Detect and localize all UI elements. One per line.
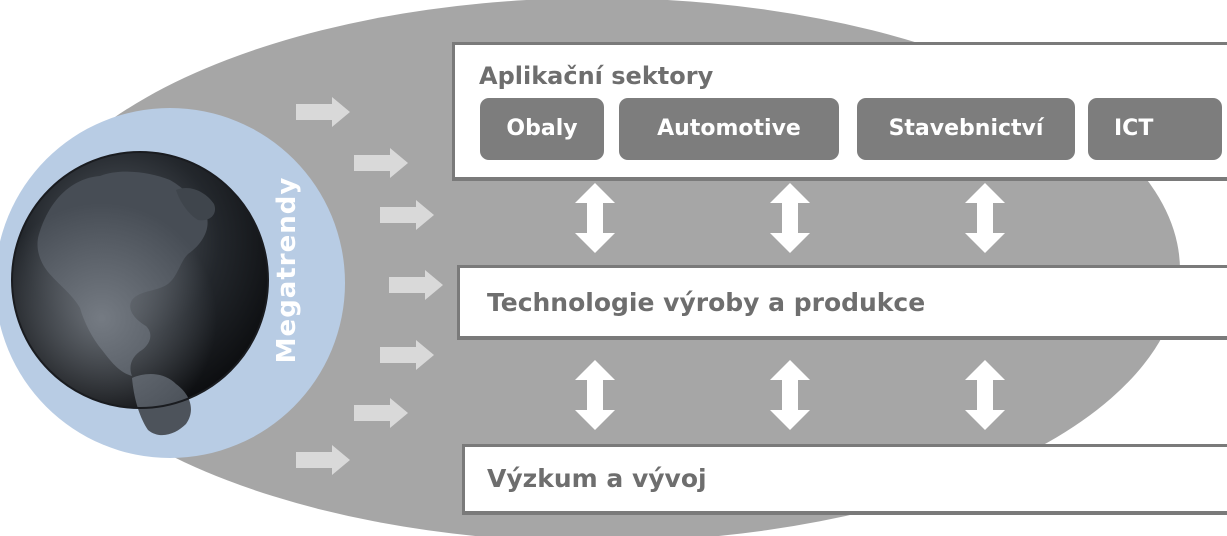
- globe-icon: [11, 151, 269, 436]
- link-arrows: [575, 183, 1005, 430]
- megatrend-label: Megatrendy: [272, 176, 302, 364]
- right-arrow-icon: [380, 200, 434, 230]
- double-vertical-arrow-icon: [770, 360, 810, 430]
- right-arrow-icon: [380, 340, 434, 370]
- right-arrow-icon: [296, 97, 350, 127]
- double-vertical-arrow-icon: [575, 183, 615, 253]
- sector-chip-obaly: Obaly: [480, 98, 604, 160]
- research-panel: Výzkum a vývoj: [462, 444, 1227, 515]
- research-title: Výzkum a vývoj: [487, 464, 707, 493]
- application-sectors-panel: Aplikační sektory Obaly Automotive Stave…: [452, 42, 1227, 181]
- right-arrow-icon: [296, 445, 350, 475]
- right-arrow-icon: [354, 148, 408, 178]
- application-sectors-title: Aplikační sektory: [479, 62, 714, 90]
- technology-panel: Technologie výroby a produkce: [457, 265, 1227, 340]
- right-arrow-icon: [389, 270, 443, 300]
- sector-chip-automotive: Automotive: [619, 98, 839, 160]
- technology-title: Technologie výroby a produkce: [487, 288, 926, 317]
- double-vertical-arrow-icon: [965, 183, 1005, 253]
- inflow-arrows: [296, 97, 443, 475]
- double-vertical-arrow-icon: [770, 183, 810, 253]
- right-arrow-icon: [354, 398, 408, 428]
- double-vertical-arrow-icon: [575, 360, 615, 430]
- sector-chip-stavebnictvi: Stavebnictví: [857, 98, 1075, 160]
- sector-chip-ict: ICT: [1088, 98, 1222, 160]
- double-vertical-arrow-icon: [965, 360, 1005, 430]
